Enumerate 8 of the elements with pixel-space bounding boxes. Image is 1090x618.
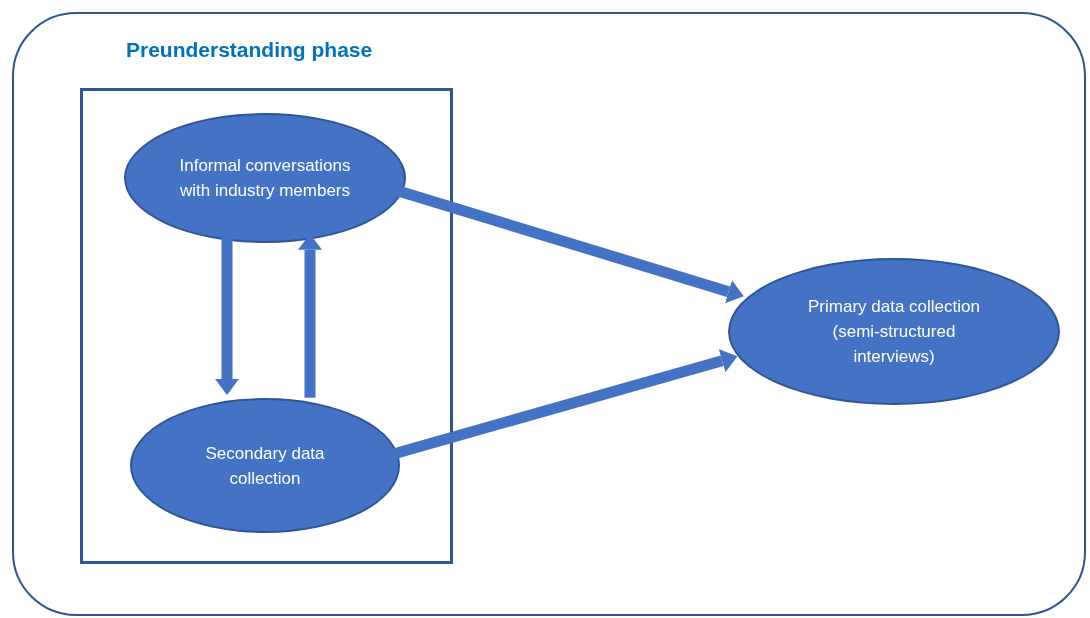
block-arrow (392, 349, 738, 459)
phase-title: Preunderstanding phase (126, 37, 373, 63)
node-label: Primary data collection (semi-structured interviews) (807, 296, 981, 368)
block-arrow (215, 236, 239, 396)
node-label: Secondary data collection (204, 442, 326, 490)
node-label: Informal conversations with industry members (178, 155, 352, 202)
group-box (80, 88, 453, 564)
phase-container (12, 12, 1086, 616)
